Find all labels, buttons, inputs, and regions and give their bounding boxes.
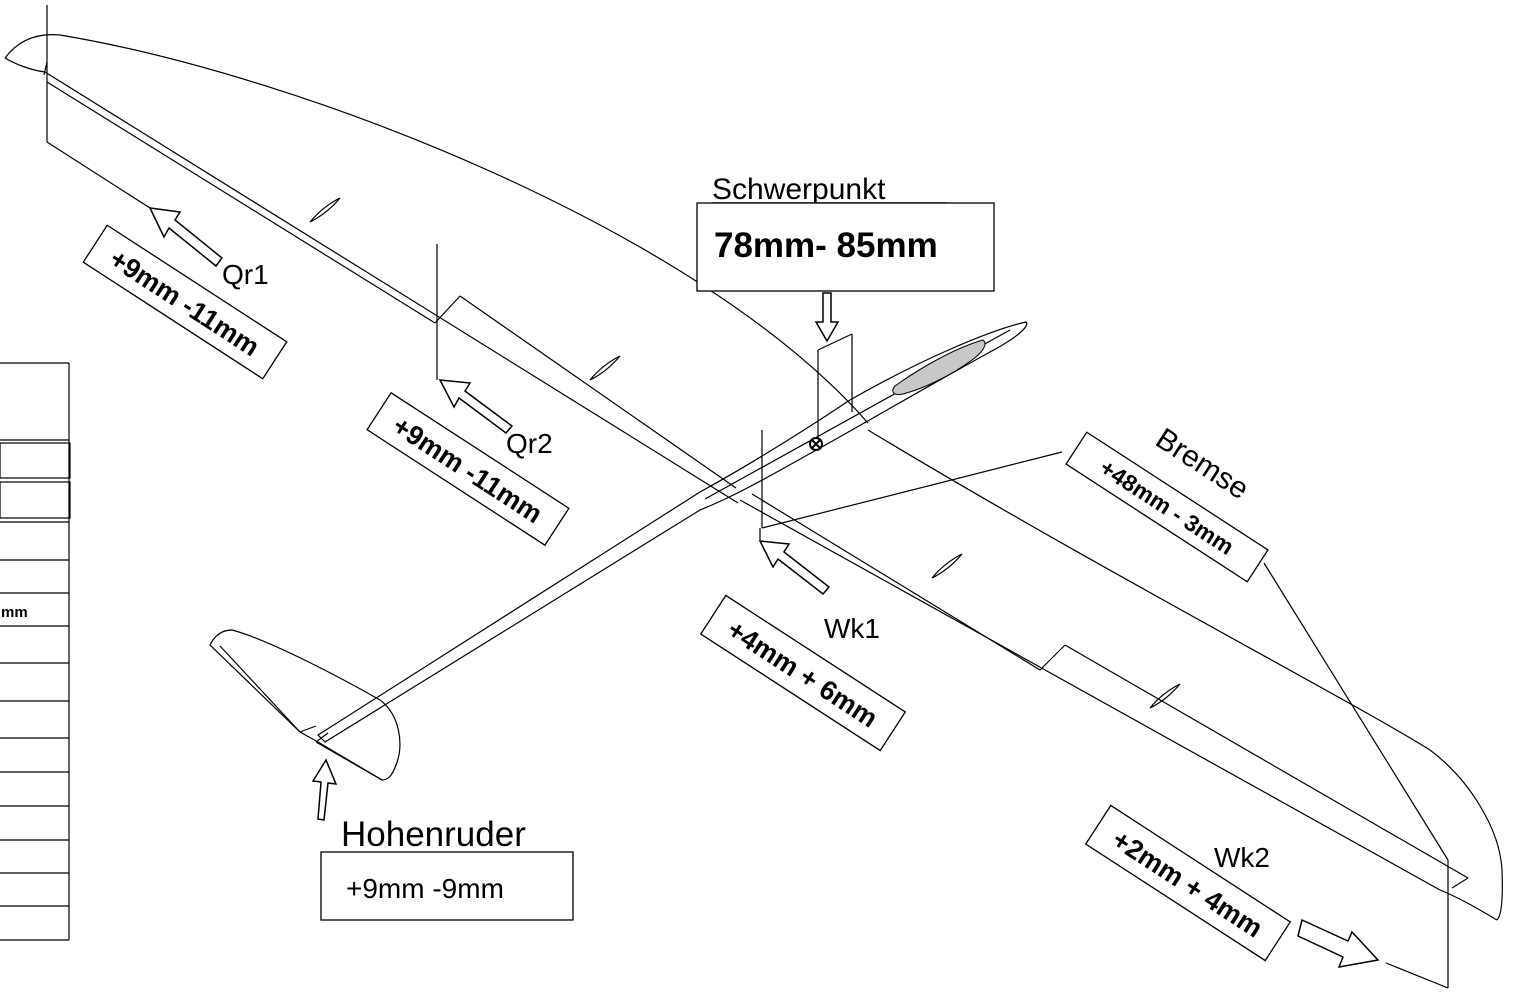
side-table: mm (0, 362, 71, 941)
wk1-label: Wk1 (824, 613, 880, 644)
hoehenruder-arrow (311, 758, 338, 821)
schwerpunkt-title: Schwerpunkt (712, 173, 886, 206)
left-aileron-hinge (46, 81, 436, 324)
qr1-callout: Qr1 +9mm -11mm (82, 224, 288, 380)
qr2-arrow (438, 379, 514, 435)
wk2-arrow (1297, 918, 1380, 968)
right-wing-trailing-edge (739, 499, 1441, 891)
left-wing-trailing-edge (44, 71, 739, 504)
horizontal-stabilizer (209, 629, 401, 781)
hoehenruder-label: Hohenruder (341, 815, 526, 854)
glider-drawing (4, 34, 1503, 921)
arrows (148, 207, 1380, 968)
wk2-label: Wk2 (1214, 842, 1270, 873)
qr2-callout: Qr2 +9mm -11mm (366, 391, 570, 547)
hoehenruder-callout: Hohenruder +9mm -9mm (320, 815, 574, 921)
left-flap-hinge (459, 295, 737, 489)
fuselage (317, 321, 1028, 743)
right-wing-leading-edge (867, 429, 1503, 921)
wk1-callout: Wk1 +4mm + 6mm (699, 594, 907, 752)
schwerpunkt-value: 78mm- 85mm (714, 226, 938, 265)
bremse-callout: Bremse +48mm - 3mm (1065, 422, 1269, 583)
right-flap-hinge (751, 493, 1041, 671)
schwerpunkt-callout: Schwerpunkt 78mm- 85mm (696, 173, 995, 292)
qr2-label: Qr2 (506, 428, 553, 459)
wk2-callout: Wk2 +2mm + 4mm (1084, 804, 1292, 962)
qr1-arrow (148, 207, 224, 268)
right-aileron-hinge (1064, 644, 1469, 879)
canopy (892, 339, 986, 395)
wk1-arrow (758, 540, 831, 596)
hoehenruder-value: +9mm -9mm (346, 873, 504, 904)
schwerpunkt-arrow (814, 292, 840, 343)
left-wing-tip (4, 57, 46, 73)
measurement-lines (46, 5, 1449, 989)
left-wing-leading-edge (4, 34, 869, 424)
qr1-label: Qr1 (222, 259, 269, 290)
side-table-cell-text: mm (1, 604, 28, 621)
right-wing-tip (1439, 889, 1498, 921)
